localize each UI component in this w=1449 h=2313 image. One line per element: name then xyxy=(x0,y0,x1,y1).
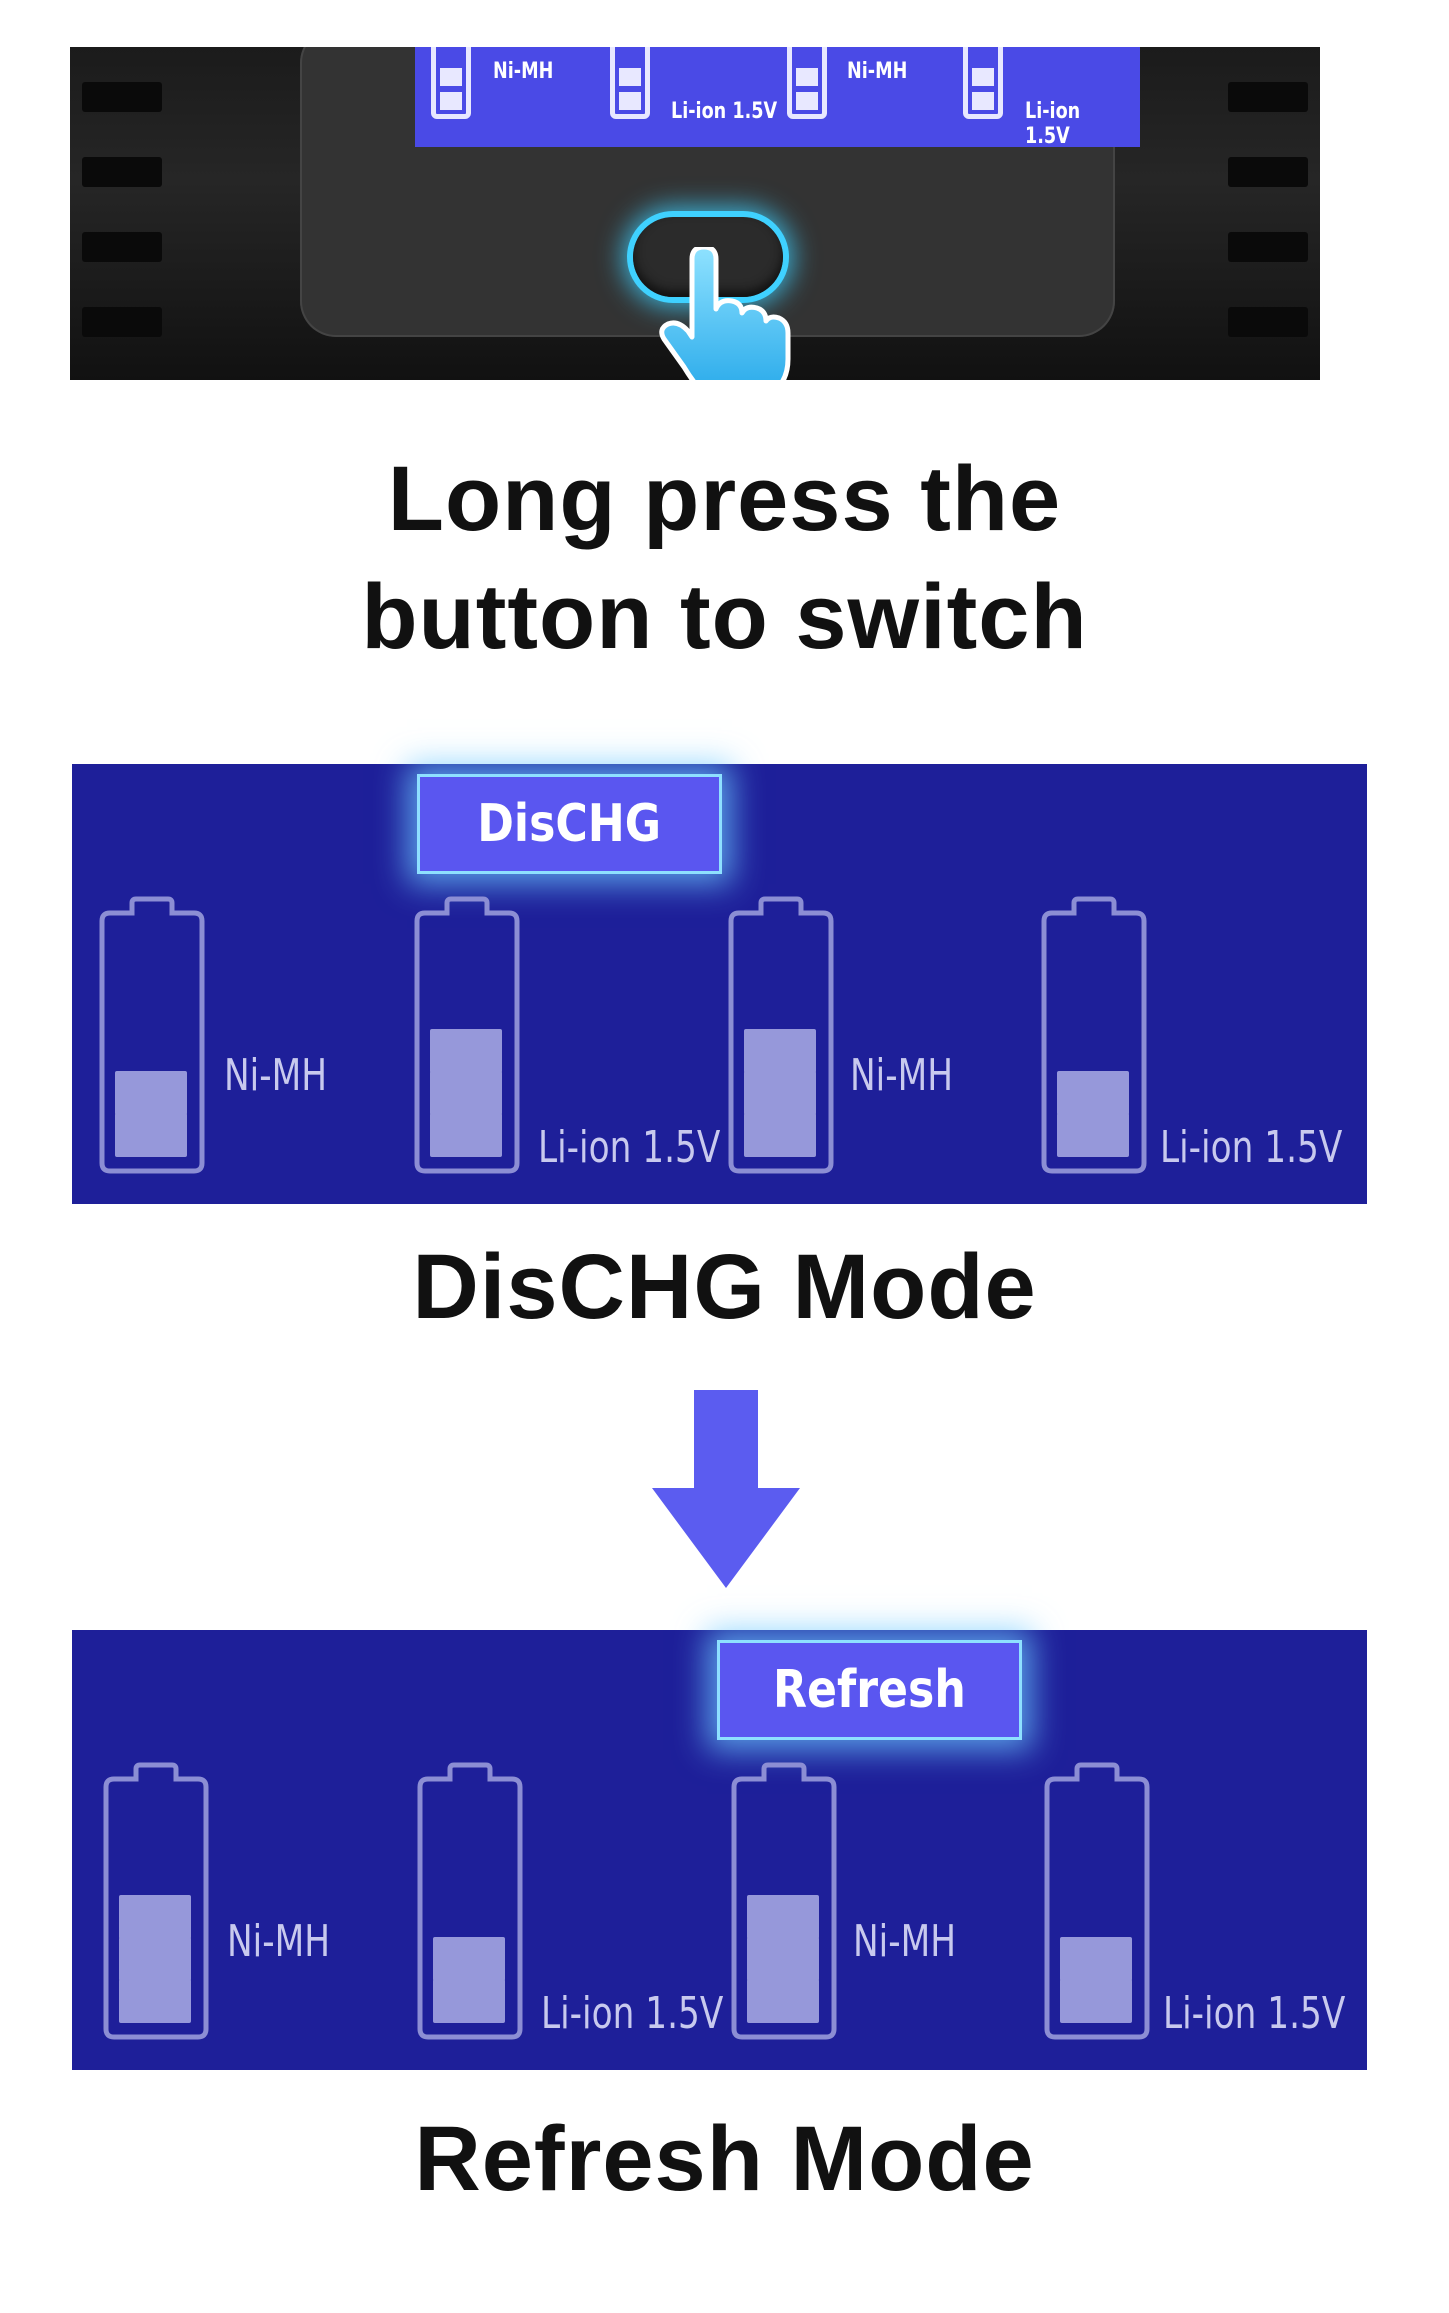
mini-type-label: Li-ion 1.5V xyxy=(1025,99,1081,149)
battery-outline xyxy=(1044,1762,1150,2040)
mini-type-label: Li-ion 1.5V xyxy=(671,99,778,124)
mini-battery-icon xyxy=(963,47,1003,119)
refresh-mode-caption: Refresh Mode xyxy=(414,2108,1035,2210)
battery-level-bar xyxy=(119,1937,191,1981)
battery-icon xyxy=(727,896,835,1175)
battery-type-label: Ni-MH xyxy=(853,1916,957,1967)
vent-slot xyxy=(82,232,162,262)
instruction-line-1: Long press the xyxy=(387,448,1062,550)
battery-icon xyxy=(1040,896,1148,1175)
vent-slot xyxy=(1228,82,1308,112)
vent-slot xyxy=(1228,307,1308,337)
battery-outline xyxy=(731,1762,837,2040)
battery-outline xyxy=(99,896,205,1174)
battery-outline xyxy=(728,896,834,1174)
battery-type-label: Li-ion 1.5V xyxy=(538,1122,721,1173)
mode-tag-label: DisCHG xyxy=(477,794,662,854)
battery-level-bar xyxy=(744,1071,816,1115)
battery-type-label: Ni-MH xyxy=(850,1050,954,1101)
vent-slot xyxy=(82,157,162,187)
battery-outline xyxy=(103,1762,209,2040)
dischg-lcd-panel: DisCHG Ni-MH Li-ion 1.5V Ni-MH Li-ion 1.… xyxy=(72,764,1367,1204)
mini-type-label: Ni-MH xyxy=(493,59,554,84)
vent-slot xyxy=(82,82,162,112)
battery-level-bar xyxy=(433,1979,505,2023)
battery-icon xyxy=(98,896,206,1175)
battery-level-bar xyxy=(1060,1937,1132,1981)
dischg-mode-caption: DisCHG Mode xyxy=(412,1236,1037,1338)
instruction-heading: Long press the button to switch xyxy=(0,440,1449,676)
mini-battery-icon xyxy=(610,47,650,119)
battery-outline xyxy=(414,896,520,1174)
battery-level-bar xyxy=(119,1979,191,2023)
refresh-mode-tag: Refresh xyxy=(717,1640,1022,1740)
battery-level-bar xyxy=(747,1979,819,2023)
battery-type-label: Li-ion 1.5V xyxy=(1160,1122,1343,1173)
battery-level-bar xyxy=(1057,1113,1129,1157)
battery-level-bar xyxy=(1060,1979,1132,2023)
battery-level-bar xyxy=(744,1029,816,1073)
battery-icon xyxy=(413,896,521,1175)
battery-level-bar xyxy=(430,1071,502,1115)
battery-level-bar xyxy=(119,1895,191,1939)
mini-type-label: Ni-MH xyxy=(847,59,908,84)
battery-level-bar xyxy=(430,1113,502,1157)
arrow-down-icon xyxy=(652,1390,800,1588)
battery-level-bar xyxy=(747,1937,819,1981)
battery-level-bar xyxy=(747,1895,819,1939)
battery-outline xyxy=(417,1762,523,2040)
vent-slot xyxy=(82,307,162,337)
battery-level-bar xyxy=(115,1113,187,1157)
vent-slot xyxy=(1228,232,1308,262)
battery-type-label: Li-ion 1.5V xyxy=(1163,1988,1346,2039)
refresh-lcd-panel: Refresh Ni-MH Li-ion 1.5V Ni-MH Li-ion 1… xyxy=(72,1630,1367,2070)
battery-level-bar xyxy=(115,1071,187,1115)
hand-pointer-icon xyxy=(659,247,791,380)
battery-icon xyxy=(416,1762,524,2041)
vent-slot xyxy=(1228,157,1308,187)
battery-level-bar xyxy=(433,1937,505,1981)
battery-level-bar xyxy=(1057,1071,1129,1115)
battery-level-bar xyxy=(430,1029,502,1073)
battery-icon xyxy=(1043,1762,1151,2041)
mode-tag-label: Refresh xyxy=(773,1660,966,1720)
battery-type-label: Li-ion 1.5V xyxy=(541,1988,724,2039)
device-mini-display: Ni-MH Li-ion 1.5V Ni-MH Li-ion 1.5V xyxy=(415,47,1140,149)
instruction-line-2: button to switch xyxy=(361,566,1088,668)
battery-type-label: Ni-MH xyxy=(224,1050,328,1101)
battery-outline xyxy=(1041,896,1147,1174)
charger-device-photo: Ni-MH Li-ion 1.5V Ni-MH Li-ion 1.5V xyxy=(70,47,1320,380)
battery-icon xyxy=(730,1762,838,2041)
mini-battery-icon xyxy=(787,47,827,119)
battery-type-label: Ni-MH xyxy=(227,1916,331,1967)
battery-icon xyxy=(102,1762,210,2041)
dischg-mode-tag: DisCHG xyxy=(417,774,722,874)
battery-level-bar xyxy=(744,1113,816,1157)
mini-battery-icon xyxy=(431,47,471,119)
